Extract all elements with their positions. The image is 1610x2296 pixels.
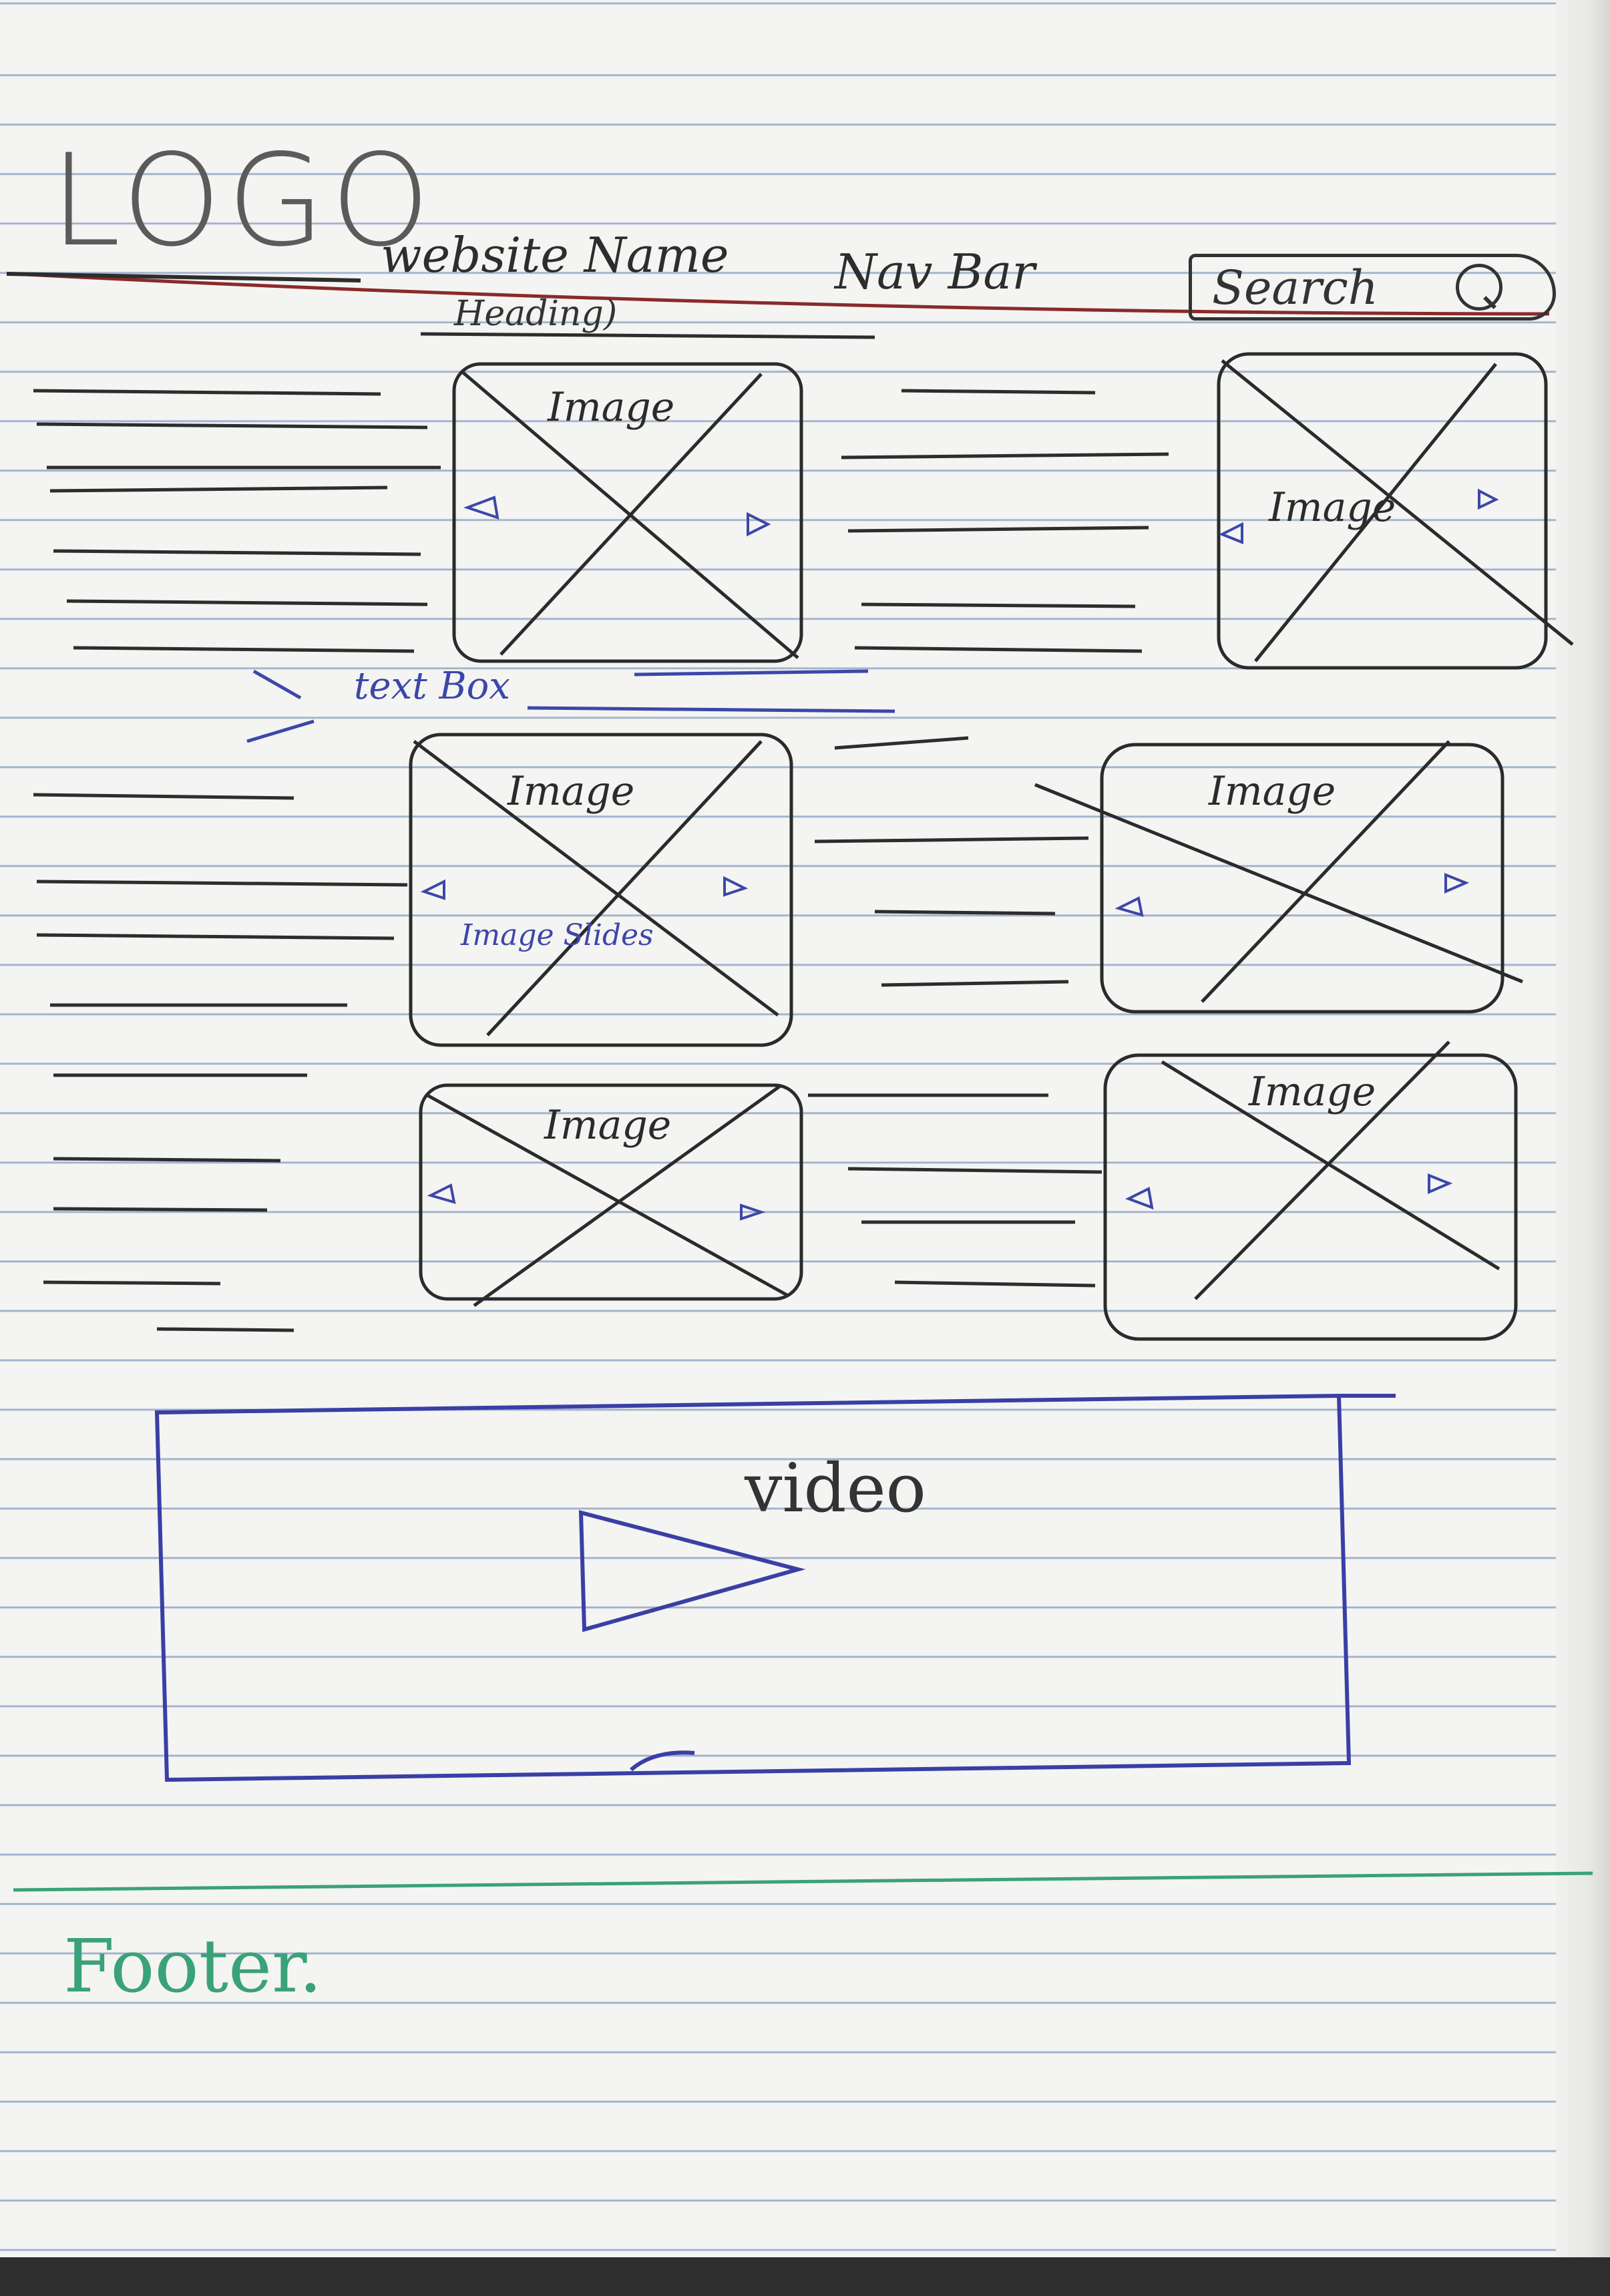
- search-icon[interactable]: [1456, 264, 1502, 311]
- video-label: video: [745, 1449, 926, 1527]
- paper-edge: [1556, 0, 1610, 2296]
- footer-divider: [13, 1871, 1593, 1892]
- prev-arrow-icon: [1219, 522, 1243, 544]
- page-heading: Heading): [454, 294, 618, 334]
- image-box-6: [1103, 1040, 1518, 1341]
- image-box-5: [419, 1083, 803, 1308]
- website-name[interactable]: website Name: [381, 227, 729, 283]
- prev-arrow-icon: [1115, 896, 1144, 917]
- next-arrow-icon: [747, 512, 771, 537]
- image-label: Image: [548, 384, 675, 431]
- next-arrow-icon: [1428, 1173, 1453, 1195]
- image-box-3: [409, 733, 793, 1047]
- video-box: [154, 1393, 1396, 1782]
- textbox-note: text Box: [354, 664, 510, 708]
- next-arrow-icon: [1444, 873, 1470, 894]
- table-surface: [0, 2257, 1610, 2296]
- image-label: Image: [1249, 1069, 1376, 1115]
- next-arrow-icon: [1478, 488, 1499, 510]
- prev-arrow-icon: [1125, 1187, 1154, 1210]
- image-box-4: [1034, 740, 1523, 1014]
- logo-underline: [6, 272, 361, 282]
- play-icon: [578, 1510, 806, 1632]
- prev-arrow-icon: [463, 496, 499, 520]
- prev-arrow-icon: [427, 1183, 456, 1204]
- image-label: Image: [544, 1102, 672, 1149]
- nav-bar[interactable]: Nav Bar: [835, 244, 1035, 300]
- image-slides-note: Image Slides: [461, 918, 654, 952]
- textbox-lines: [246, 669, 895, 743]
- video-play-button[interactable]: [581, 1513, 801, 1633]
- header-divider: [13, 272, 1550, 316]
- image-box-1: [452, 362, 803, 663]
- left-text-lines: [33, 389, 441, 1332]
- image-box-2: [1217, 352, 1574, 670]
- prev-arrow-icon: [420, 879, 445, 900]
- middle-text-lines: [808, 389, 1169, 1288]
- image-label: Image: [1269, 484, 1396, 531]
- next-arrow-icon: [723, 876, 749, 897]
- logo[interactable]: LOGO: [50, 127, 436, 274]
- footer-label: Footer.: [63, 1923, 323, 2009]
- next-arrow-icon: [740, 1203, 766, 1221]
- heading-underline: [420, 332, 875, 339]
- image-label: Image: [1209, 768, 1336, 815]
- search-input[interactable]: [1189, 254, 1556, 321]
- image-label: Image: [508, 768, 635, 815]
- search-placeholder: Search: [1212, 260, 1378, 315]
